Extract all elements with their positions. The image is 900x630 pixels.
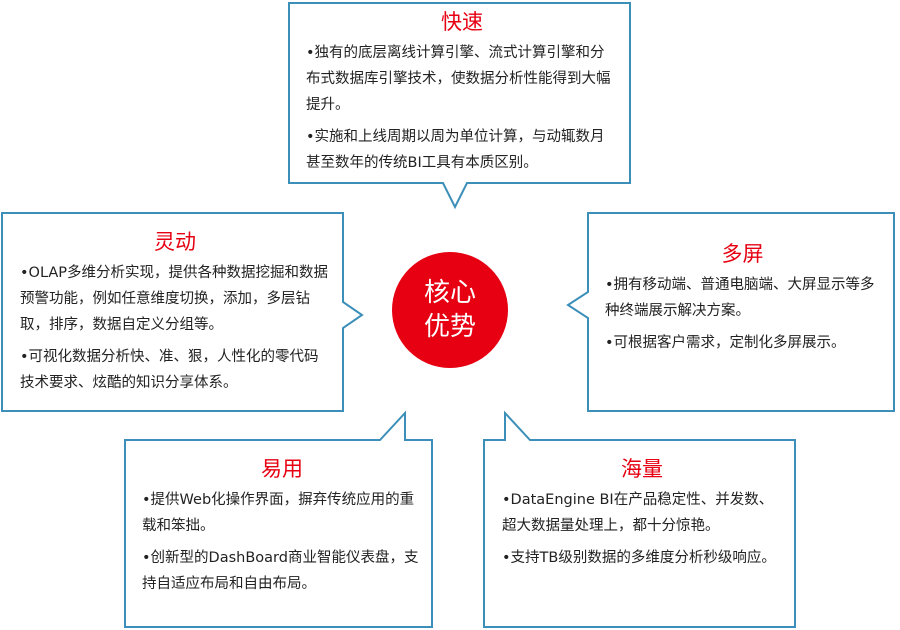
agile-title: 灵动 bbox=[154, 230, 196, 254]
multiscreen-title: 多屏 bbox=[721, 242, 764, 266]
agile-box: 灵动 •OLAP多维分析实现，提供各种数据挖掘和数据预警功能，例如任意维度切换，… bbox=[20, 228, 330, 402]
fast-point-2: •实施和上线周期以周为单位计算，与动辄数月甚至数年的传统BI工具有本质区别。 bbox=[306, 129, 605, 171]
easy-point-2: •创新型的DashBoard商业智能仪表盘，支持自适应布局和自由布局。 bbox=[142, 550, 419, 592]
fast-point-1: •独有的底层离线计算引擎、流式计算引擎和分布式数据库引擎技术，使数据分析性能得到… bbox=[306, 45, 611, 113]
massive-point-2: •支持TB级别数据的多维度分析秒级响应。 bbox=[502, 550, 776, 566]
multiscreen-callout-frame bbox=[566, 212, 895, 412]
easy-point-1: •提供Web化操作界面，摒弃传统应用的重载和笨拙。 bbox=[142, 492, 415, 534]
fast-box: 快速 •独有的底层离线计算引擎、流式计算引擎和分布式数据库引擎技术，使数据分析性… bbox=[306, 8, 618, 182]
fast-callout-frame bbox=[288, 2, 631, 210]
multiscreen-point-2: •可根据客户需求，定制化多屏展示。 bbox=[605, 335, 846, 351]
massive-callout-frame bbox=[483, 410, 796, 628]
agile-point-1: •OLAP多维分析实现，提供各种数据挖掘和数据预警功能，例如任意维度切换，添加，… bbox=[20, 265, 329, 333]
easy-callout-frame bbox=[124, 410, 433, 628]
core-advantage-circle: 核心 优势 bbox=[392, 252, 508, 368]
agile-point-2: •可视化数据分析快、准、狠，人性化的零代码技术要求、炫酷的知识分享体系。 bbox=[20, 349, 319, 391]
easy-title: 易用 bbox=[261, 457, 303, 481]
massive-point-1: •DataEngine BI在产品稳定性、并发数、超大数据量处理上，都十分惊艳。 bbox=[502, 492, 774, 534]
multiscreen-box: 多屏 •拥有移动端、普通电脑端、大屏显示等多种终端展示解决方案。 •可根据客户需… bbox=[605, 240, 880, 362]
massive-box: 海量 •DataEngine BI在产品稳定性、并发数、超大数据量处理上，都十分… bbox=[502, 455, 782, 577]
agile-callout-frame bbox=[1, 212, 364, 412]
easy-box: 易用 •提供Web化操作界面，摒弃传统应用的重载和笨拙。 •创新型的DashBo… bbox=[142, 455, 422, 603]
multiscreen-point-1: •拥有移动端、普通电脑端、大屏显示等多种终端展示解决方案。 bbox=[605, 277, 875, 319]
core-line1: 核心 bbox=[423, 278, 476, 308]
core-line2: 优势 bbox=[423, 312, 476, 342]
massive-title: 海量 bbox=[621, 457, 663, 481]
fast-title: 快速 bbox=[441, 10, 483, 34]
